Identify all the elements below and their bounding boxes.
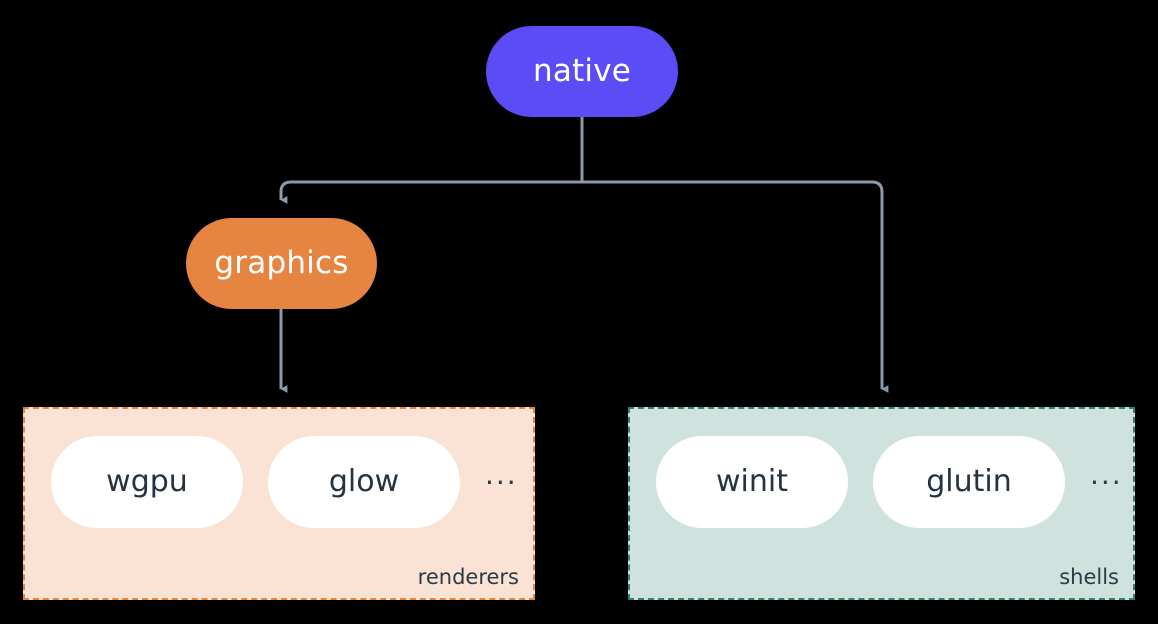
group-shells: winit glutin ... shells xyxy=(628,407,1135,600)
item-wgpu-label: wgpu xyxy=(106,464,188,499)
item-glow-label: glow xyxy=(328,464,400,499)
renderers-overflow-ellipsis: ... xyxy=(485,458,518,491)
item-glow[interactable]: glow xyxy=(268,436,460,528)
renderers-item-row: wgpu glow ... xyxy=(51,436,518,528)
shells-overflow-ellipsis: ... xyxy=(1090,458,1123,491)
node-native[interactable]: native xyxy=(486,26,678,117)
shells-item-row: winit glutin ... xyxy=(656,436,1123,528)
edge-native-to-graphics xyxy=(279,180,582,204)
group-renderers: wgpu glow ... renderers xyxy=(23,407,535,600)
item-glutin-label: glutin xyxy=(926,464,1012,499)
item-wgpu[interactable]: wgpu xyxy=(51,436,243,528)
item-glutin[interactable]: glutin xyxy=(873,436,1065,528)
node-graphics[interactable]: graphics xyxy=(186,218,377,309)
node-graphics-label: graphics xyxy=(214,245,349,281)
group-renderers-label: renderers xyxy=(417,565,519,589)
item-winit[interactable]: winit xyxy=(656,436,848,528)
item-winit-label: winit xyxy=(716,464,788,499)
node-native-label: native xyxy=(532,53,632,89)
edge-native-to-shells xyxy=(582,180,889,393)
group-shells-label: shells xyxy=(1059,565,1119,589)
